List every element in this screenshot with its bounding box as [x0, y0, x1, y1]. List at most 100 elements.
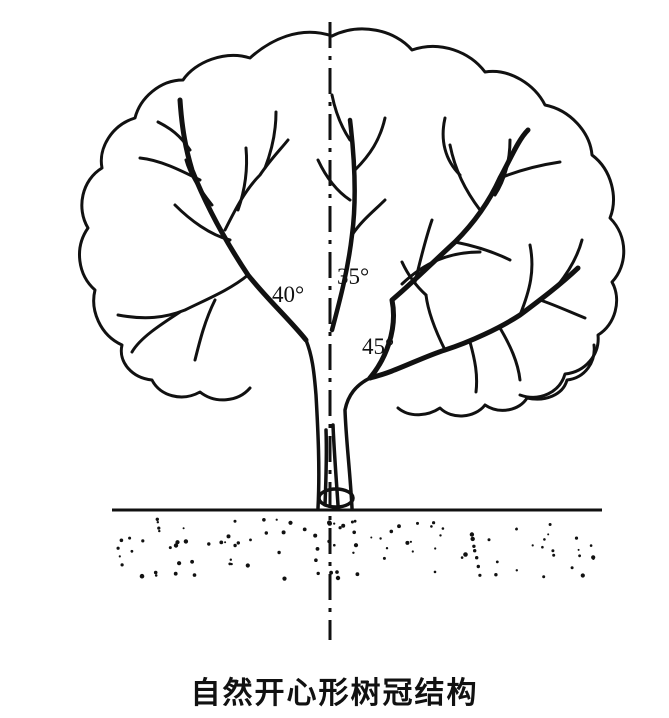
soil-dot [275, 518, 278, 521]
soil-dot [416, 521, 419, 525]
soil-dot [233, 543, 237, 548]
soil-dot [434, 547, 437, 550]
soil-dot [228, 562, 232, 566]
soil-dot [158, 529, 161, 533]
soil-dot [327, 539, 331, 544]
soil-dot [313, 533, 318, 538]
soil-dot [288, 520, 293, 525]
soil-dot [551, 549, 555, 553]
soil-dots [116, 517, 596, 581]
soil-dot [543, 538, 546, 541]
soil-dot [224, 541, 227, 544]
soil-dot [350, 520, 354, 524]
soil-dot [175, 540, 180, 545]
soil-dot [439, 534, 442, 537]
soil-dot [281, 530, 286, 535]
soil-dot [397, 524, 401, 529]
soil-dot [577, 548, 580, 551]
soil-dot [229, 558, 232, 561]
soil-dot [441, 527, 445, 530]
soil-dot [116, 546, 120, 550]
soil-dot [370, 536, 373, 539]
soil-dot [118, 555, 121, 558]
soil-dot [463, 552, 468, 557]
soil-dot [153, 570, 158, 575]
soil-dot [478, 573, 482, 577]
soil-dot [264, 531, 268, 535]
soil-dot [548, 523, 552, 526]
soil-dot [495, 560, 499, 564]
soil-dot [542, 575, 546, 579]
soil-dot [470, 536, 475, 542]
soil-dot [353, 543, 359, 548]
soil-dot [589, 544, 593, 547]
soil-dot [173, 571, 178, 576]
soil-dot [578, 554, 581, 558]
soil-dot [245, 563, 250, 568]
soil-dot [405, 540, 410, 545]
soil-dot [473, 549, 477, 553]
soil-dot [182, 527, 185, 530]
soil-dot [541, 545, 544, 549]
soil-dot [120, 563, 124, 567]
soil-dot [335, 575, 341, 581]
soil-dot [168, 546, 172, 550]
soil-dot [352, 530, 357, 535]
soil-dot [382, 556, 386, 560]
crown-outline [78, 27, 626, 418]
soil-dot [379, 537, 382, 540]
soil-dot [409, 540, 412, 543]
soil-dot [570, 566, 574, 570]
soil-dot [249, 538, 252, 542]
soil-dot [430, 525, 433, 528]
soil-dot [433, 570, 437, 574]
soil-dot [411, 550, 414, 553]
soil-dot [515, 527, 518, 531]
soil-dot [494, 573, 498, 577]
soil-dot [352, 551, 355, 554]
soil-dot [157, 526, 161, 530]
soil-dot [183, 539, 189, 544]
angle-label-40: 40° [272, 282, 304, 307]
soil-dot [207, 542, 211, 546]
angle-label-45: 45° [362, 334, 394, 359]
soil-dot [531, 544, 534, 547]
soil-dot [341, 523, 346, 528]
soil-dot [154, 574, 158, 577]
soil-dot [389, 529, 394, 534]
soil-dot [316, 571, 320, 576]
soil-dot [139, 573, 145, 579]
soil-dot [469, 532, 475, 537]
soil-dot [460, 556, 464, 559]
soil-dot [192, 573, 197, 577]
angle-label-35: 35° [337, 264, 369, 289]
soil-dot [141, 539, 145, 543]
soil-dot [487, 538, 491, 542]
soil-dot [173, 543, 179, 548]
soil-dot [547, 533, 550, 536]
soil-dot [156, 521, 159, 524]
soil-dot [282, 576, 287, 581]
soil-dot [333, 522, 336, 525]
soil-dot [432, 521, 436, 525]
soil-dot [333, 543, 336, 547]
soil-dot [574, 536, 579, 540]
soil-dot [475, 556, 479, 560]
soil-dot [315, 547, 320, 551]
soil-dot [177, 561, 182, 566]
soil-dot [472, 544, 476, 548]
soil-dot [130, 549, 134, 553]
soil-dot [155, 517, 159, 521]
soil-dot [190, 559, 195, 564]
soil-dot [219, 540, 224, 545]
secondary-branches [116, 93, 587, 394]
soil-dot [302, 527, 307, 532]
soil-dot [236, 541, 240, 545]
soil-dot [335, 570, 339, 574]
soil-dot [476, 564, 480, 569]
soil-dot [385, 547, 389, 550]
soil-dot [327, 520, 332, 525]
soil-dot [128, 536, 132, 540]
soil-dot [580, 573, 585, 578]
